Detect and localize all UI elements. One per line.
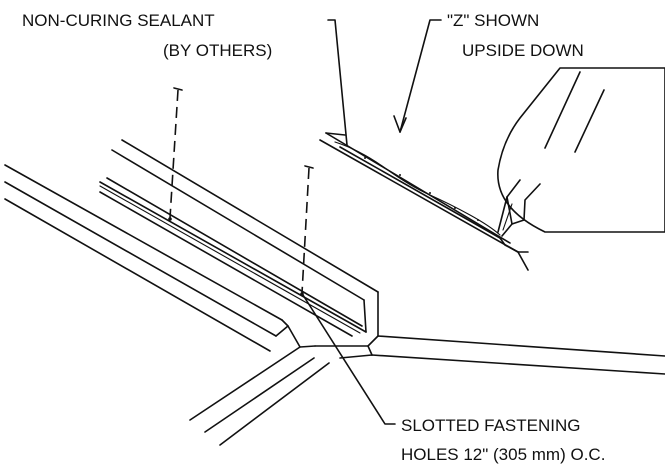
fastening-callout-line1: SLOTTED FASTENING [401, 416, 580, 435]
fastener-left [168, 87, 183, 221]
upper-panel-rib [314, 335, 665, 375]
z-orientation-callout-line2: UPSIDE DOWN [462, 41, 584, 60]
fastening-callout-line2: HOLES 12" (305 mm) O.C. [401, 445, 605, 464]
z-closure-installed [99, 139, 379, 337]
z-orientation-leader [393, 19, 442, 133]
lower-panel-return [189, 346, 330, 446]
lower-roof-panel [4, 164, 316, 352]
z-orientation-callout-line1: "Z" SHOWN [447, 11, 539, 30]
fastener-right [300, 165, 314, 296]
sealant-callout-line1: NON-CURING SEALANT [22, 11, 215, 30]
z-closure-upside-down [319, 132, 529, 271]
sealant-leader [327, 19, 348, 146]
fastening-leader [302, 294, 396, 425]
sealant-callout-line2: (BY OTHERS) [163, 41, 272, 60]
sealant-gun-icon [497, 67, 665, 237]
